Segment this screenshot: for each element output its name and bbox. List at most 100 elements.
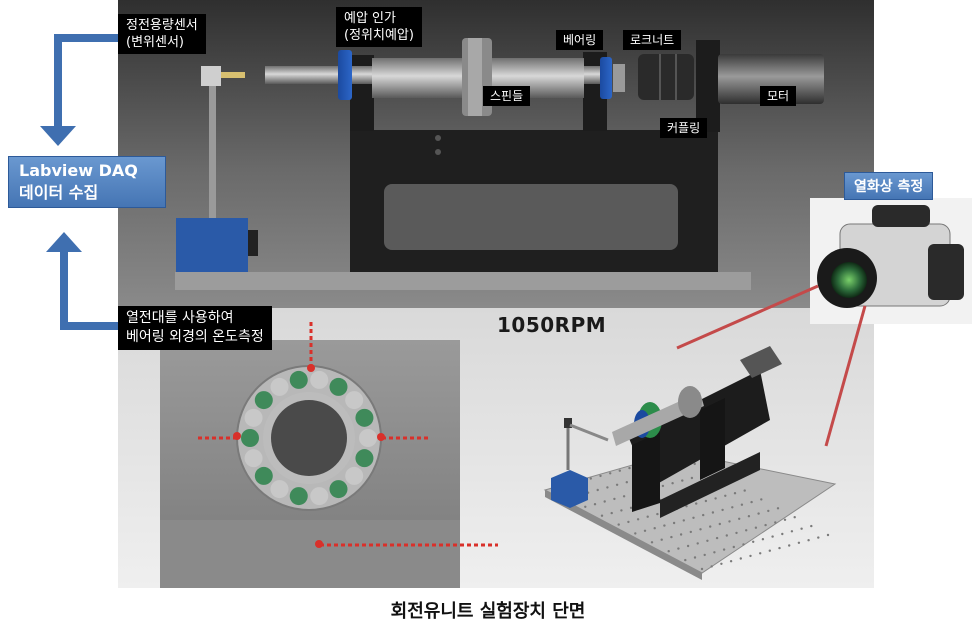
table-hole xyxy=(634,532,637,535)
table-hole xyxy=(800,527,803,530)
bearing-ball xyxy=(355,449,374,468)
table-hole xyxy=(729,560,733,563)
table-hole xyxy=(713,551,716,554)
table-hole xyxy=(807,539,810,542)
table-hole xyxy=(606,486,609,489)
table-hole xyxy=(710,565,713,568)
table-hole xyxy=(670,535,673,539)
label-preload-line2: (정위치예압) xyxy=(344,28,414,43)
iso-blue-sensor-block xyxy=(551,470,588,508)
table-hole xyxy=(629,506,633,509)
daq-line1: Labview DAQ xyxy=(19,161,138,180)
table-hole xyxy=(754,526,758,529)
table-hole xyxy=(671,482,674,485)
table-hole xyxy=(603,500,606,503)
label-thermocouple-line2: 베어링 외경의 온도측정 xyxy=(126,329,264,345)
table-hole xyxy=(750,500,753,504)
label-thermocouple: 열전대를 사용하여 베어링 외경의 온도측정 xyxy=(118,306,272,350)
table-hole xyxy=(709,525,712,528)
bearing-ball xyxy=(270,480,289,499)
table-hole xyxy=(742,543,745,546)
table-hole xyxy=(653,527,656,530)
bearing-ball xyxy=(289,487,308,506)
table-hole xyxy=(735,531,738,535)
table-hole xyxy=(661,484,665,488)
table-hole xyxy=(720,562,723,565)
figure-caption: 회전유니트 실험장치 단면 xyxy=(390,601,586,622)
table-hole xyxy=(615,483,619,486)
table-hole xyxy=(660,538,663,541)
bearing-ball xyxy=(241,429,259,447)
table-hole xyxy=(689,530,692,534)
table-hole xyxy=(643,529,647,532)
table-hole xyxy=(684,558,687,562)
table-hole xyxy=(699,528,702,531)
table-hole xyxy=(679,533,683,536)
shaft-bore xyxy=(271,400,347,476)
thermocouple-top xyxy=(307,364,315,372)
table-hole xyxy=(781,532,784,536)
arrow-from-thermocouple xyxy=(60,250,118,330)
daq-line2: 데이터 수집 xyxy=(19,183,99,202)
bearing-balls xyxy=(241,370,377,506)
label-sensor: 정전용량센서 (변위센서) xyxy=(118,14,206,54)
table-hole xyxy=(738,517,741,520)
table-hole xyxy=(646,515,649,518)
table-hole xyxy=(618,469,621,472)
table-hole xyxy=(810,524,813,528)
table-hole xyxy=(672,521,676,525)
table-hole xyxy=(650,541,654,544)
table-hole xyxy=(702,513,705,517)
bearing-ball xyxy=(345,466,364,485)
table-hole xyxy=(793,516,796,519)
label-locknut: 로크너트 xyxy=(623,30,682,50)
table-hole xyxy=(788,544,791,547)
table-hole xyxy=(778,546,781,550)
table-hole xyxy=(771,535,774,538)
bearing-ball xyxy=(244,408,263,427)
thermocouple-right xyxy=(377,433,385,441)
table-hole xyxy=(731,506,734,509)
table-hole xyxy=(718,522,721,526)
table-hole xyxy=(764,523,767,527)
table-hole xyxy=(656,512,659,516)
bearing-ball xyxy=(310,370,329,389)
table-hole xyxy=(728,520,731,523)
table-hole xyxy=(767,509,770,513)
label-thermocouple-line1: 열전대를 사용하여 xyxy=(126,310,234,326)
table-hole xyxy=(617,523,620,526)
table-hole xyxy=(768,549,771,552)
table-hole xyxy=(790,530,794,533)
table-hole xyxy=(706,539,709,542)
table-hole xyxy=(725,534,728,537)
table-hole xyxy=(622,495,626,498)
table-hole xyxy=(714,497,717,500)
bearing-ball xyxy=(254,466,273,485)
table-hole xyxy=(740,503,744,506)
label-thermal: 열화상 측정 xyxy=(844,172,934,200)
label-bearing: 베어링 xyxy=(556,30,604,50)
bearing-ball xyxy=(345,391,364,410)
table-hole xyxy=(695,502,698,505)
table-hole xyxy=(677,547,680,550)
table-hole xyxy=(593,503,597,506)
bearing-ball xyxy=(289,370,308,389)
sensor-head xyxy=(201,66,221,86)
table-hole xyxy=(715,536,719,540)
table-hole xyxy=(700,567,704,571)
label-coupling: 커플링 xyxy=(660,118,708,138)
table-hole xyxy=(826,533,830,537)
table-hole xyxy=(610,511,613,515)
sensor-stand xyxy=(209,82,216,222)
table-hole xyxy=(628,466,631,470)
table-hole xyxy=(636,518,640,521)
table-hole xyxy=(757,512,760,515)
table-hole xyxy=(752,540,755,543)
table-hole xyxy=(599,474,602,478)
table-hole xyxy=(774,521,777,524)
table-hole xyxy=(783,518,787,521)
table-hole xyxy=(613,497,616,501)
table-hole xyxy=(759,552,762,555)
table-hole xyxy=(743,489,746,492)
